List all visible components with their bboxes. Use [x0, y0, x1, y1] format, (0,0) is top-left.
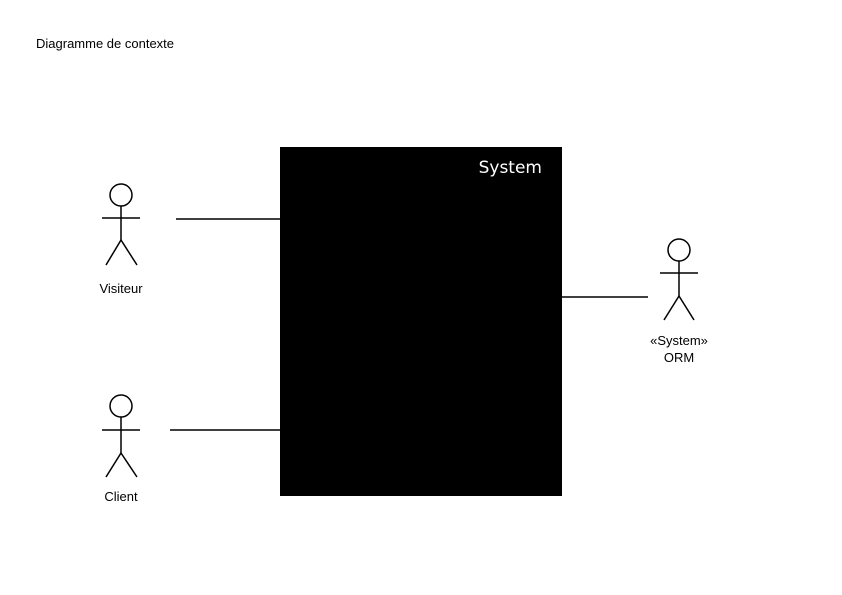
actor-name-client: Client — [104, 489, 138, 504]
actor-name-orm: ORM — [664, 350, 694, 365]
actor-orm: «System» ORM — [650, 238, 708, 365]
actor-name-visiteur: Visiteur — [99, 281, 143, 296]
stick-figure-icon — [660, 238, 698, 321]
system-box-label: System — [479, 158, 542, 178]
stick-figure-icon — [102, 183, 140, 266]
actor-stereotype-orm: «System» — [650, 333, 708, 348]
page-title: Diagramme de contexte — [36, 36, 175, 51]
actor-client: Client — [102, 394, 140, 504]
system-box — [280, 147, 562, 496]
stick-figure-icon — [102, 394, 140, 478]
actor-visiteur: Visiteur — [99, 183, 143, 296]
